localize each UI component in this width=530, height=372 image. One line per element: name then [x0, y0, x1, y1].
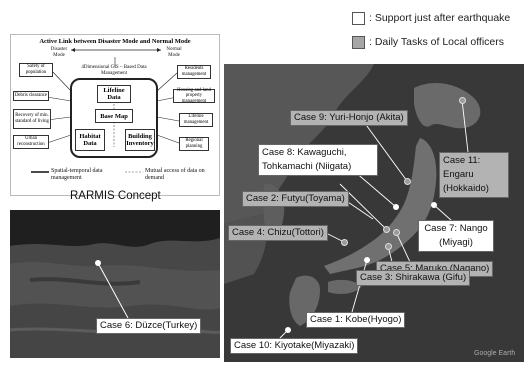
rarmis-concept-label: RARMIS Concept — [70, 190, 161, 202]
disaster-mode-label: Disaster Mode — [50, 47, 68, 58]
case-8-label: Case 8: Kawaguchi, Tohkamachi (Niigata) — [258, 144, 378, 176]
case-7-marker — [431, 202, 437, 208]
lifeline-data-box: Lifeline Data — [97, 85, 131, 103]
legend-daily-label: : Daily Tasks of Local officers — [369, 36, 505, 48]
case-1-marker — [364, 257, 370, 263]
safety-of-population-box: Safety of population — [19, 63, 53, 77]
recovery-standard-of-living-box: Recovery of min. standard of living — [13, 109, 51, 129]
building-inventory-box: Building Inventory — [125, 129, 155, 151]
case-2-marker — [383, 226, 390, 233]
concept-title: Active Link between Disaster Mode and No… — [39, 38, 191, 45]
regional-planning-box: Regional planning — [179, 137, 209, 151]
turkey-satellite-map: Case 6: Düzce(Turkey) — [10, 210, 220, 358]
lifeline-management-box: Lifeline management — [179, 113, 213, 127]
debris-clearance-box: Debris clearance — [13, 91, 49, 101]
spatial-temporal-legend-text: Spatial-temporal data management — [51, 168, 103, 181]
base-map-box: Base Map — [95, 109, 133, 123]
residents-management-box: Residents management — [177, 65, 211, 79]
case-10-label: Case 10: Kiyotake(Miyazaki) — [230, 338, 359, 354]
case-11-label: Case 11: Engaru (Hokkaido) — [439, 152, 509, 198]
turkey-map-graphic — [10, 210, 220, 358]
habitat-data-box: Habitat Data — [75, 129, 105, 151]
legend-support-swatch — [352, 12, 365, 25]
case-8-marker — [393, 204, 399, 210]
japan-satellite-map: Case 9: Yuri-Honjo (Akita) Case 11: Enga… — [224, 64, 524, 362]
case-9-label: Case 9: Yuri-Honjo (Akita) — [290, 110, 408, 126]
case-6-label: Case 6: Düzce(Turkey) — [96, 318, 202, 334]
legend-support-label: : Support just after earthquake — [369, 12, 511, 24]
case-3-label: Case 3: Shirakawa (Gifu) — [356, 270, 471, 286]
turkey-leader-line — [97, 262, 129, 319]
gis-data-management-label: 4Dimensional GIS – Based Data Management — [81, 65, 147, 76]
case-7-label: Case 7: Nango (Miyagi) — [418, 220, 494, 252]
case-10-marker — [285, 327, 291, 333]
case-4-label: Case 4: Chizu(Tottori) — [228, 225, 328, 241]
rarmis-concept-diagram: Active Link between Disaster Mode and No… — [10, 34, 220, 196]
legend-daily-swatch — [352, 36, 365, 49]
map-credit: Google Earth — [474, 350, 516, 357]
normal-mode-label: Normal Mode — [166, 47, 182, 58]
case-1-label: Case 1: Kobe(Hyogo) — [306, 312, 406, 328]
urban-reconstruction-box: Urban reconstruction — [13, 135, 49, 149]
housing-land-property-box: Housing and land property management — [173, 88, 215, 104]
case-9-marker — [404, 178, 411, 185]
case-2-label: Case 2: Futyu(Toyama) — [242, 191, 349, 207]
mutual-access-legend-text: Mutual access of data on demand — [145, 168, 205, 181]
case-3-marker — [385, 243, 392, 250]
case-5-marker — [393, 229, 400, 236]
case-6-marker — [95, 260, 101, 266]
case-4-marker — [341, 239, 348, 246]
case-11-marker — [459, 97, 466, 104]
